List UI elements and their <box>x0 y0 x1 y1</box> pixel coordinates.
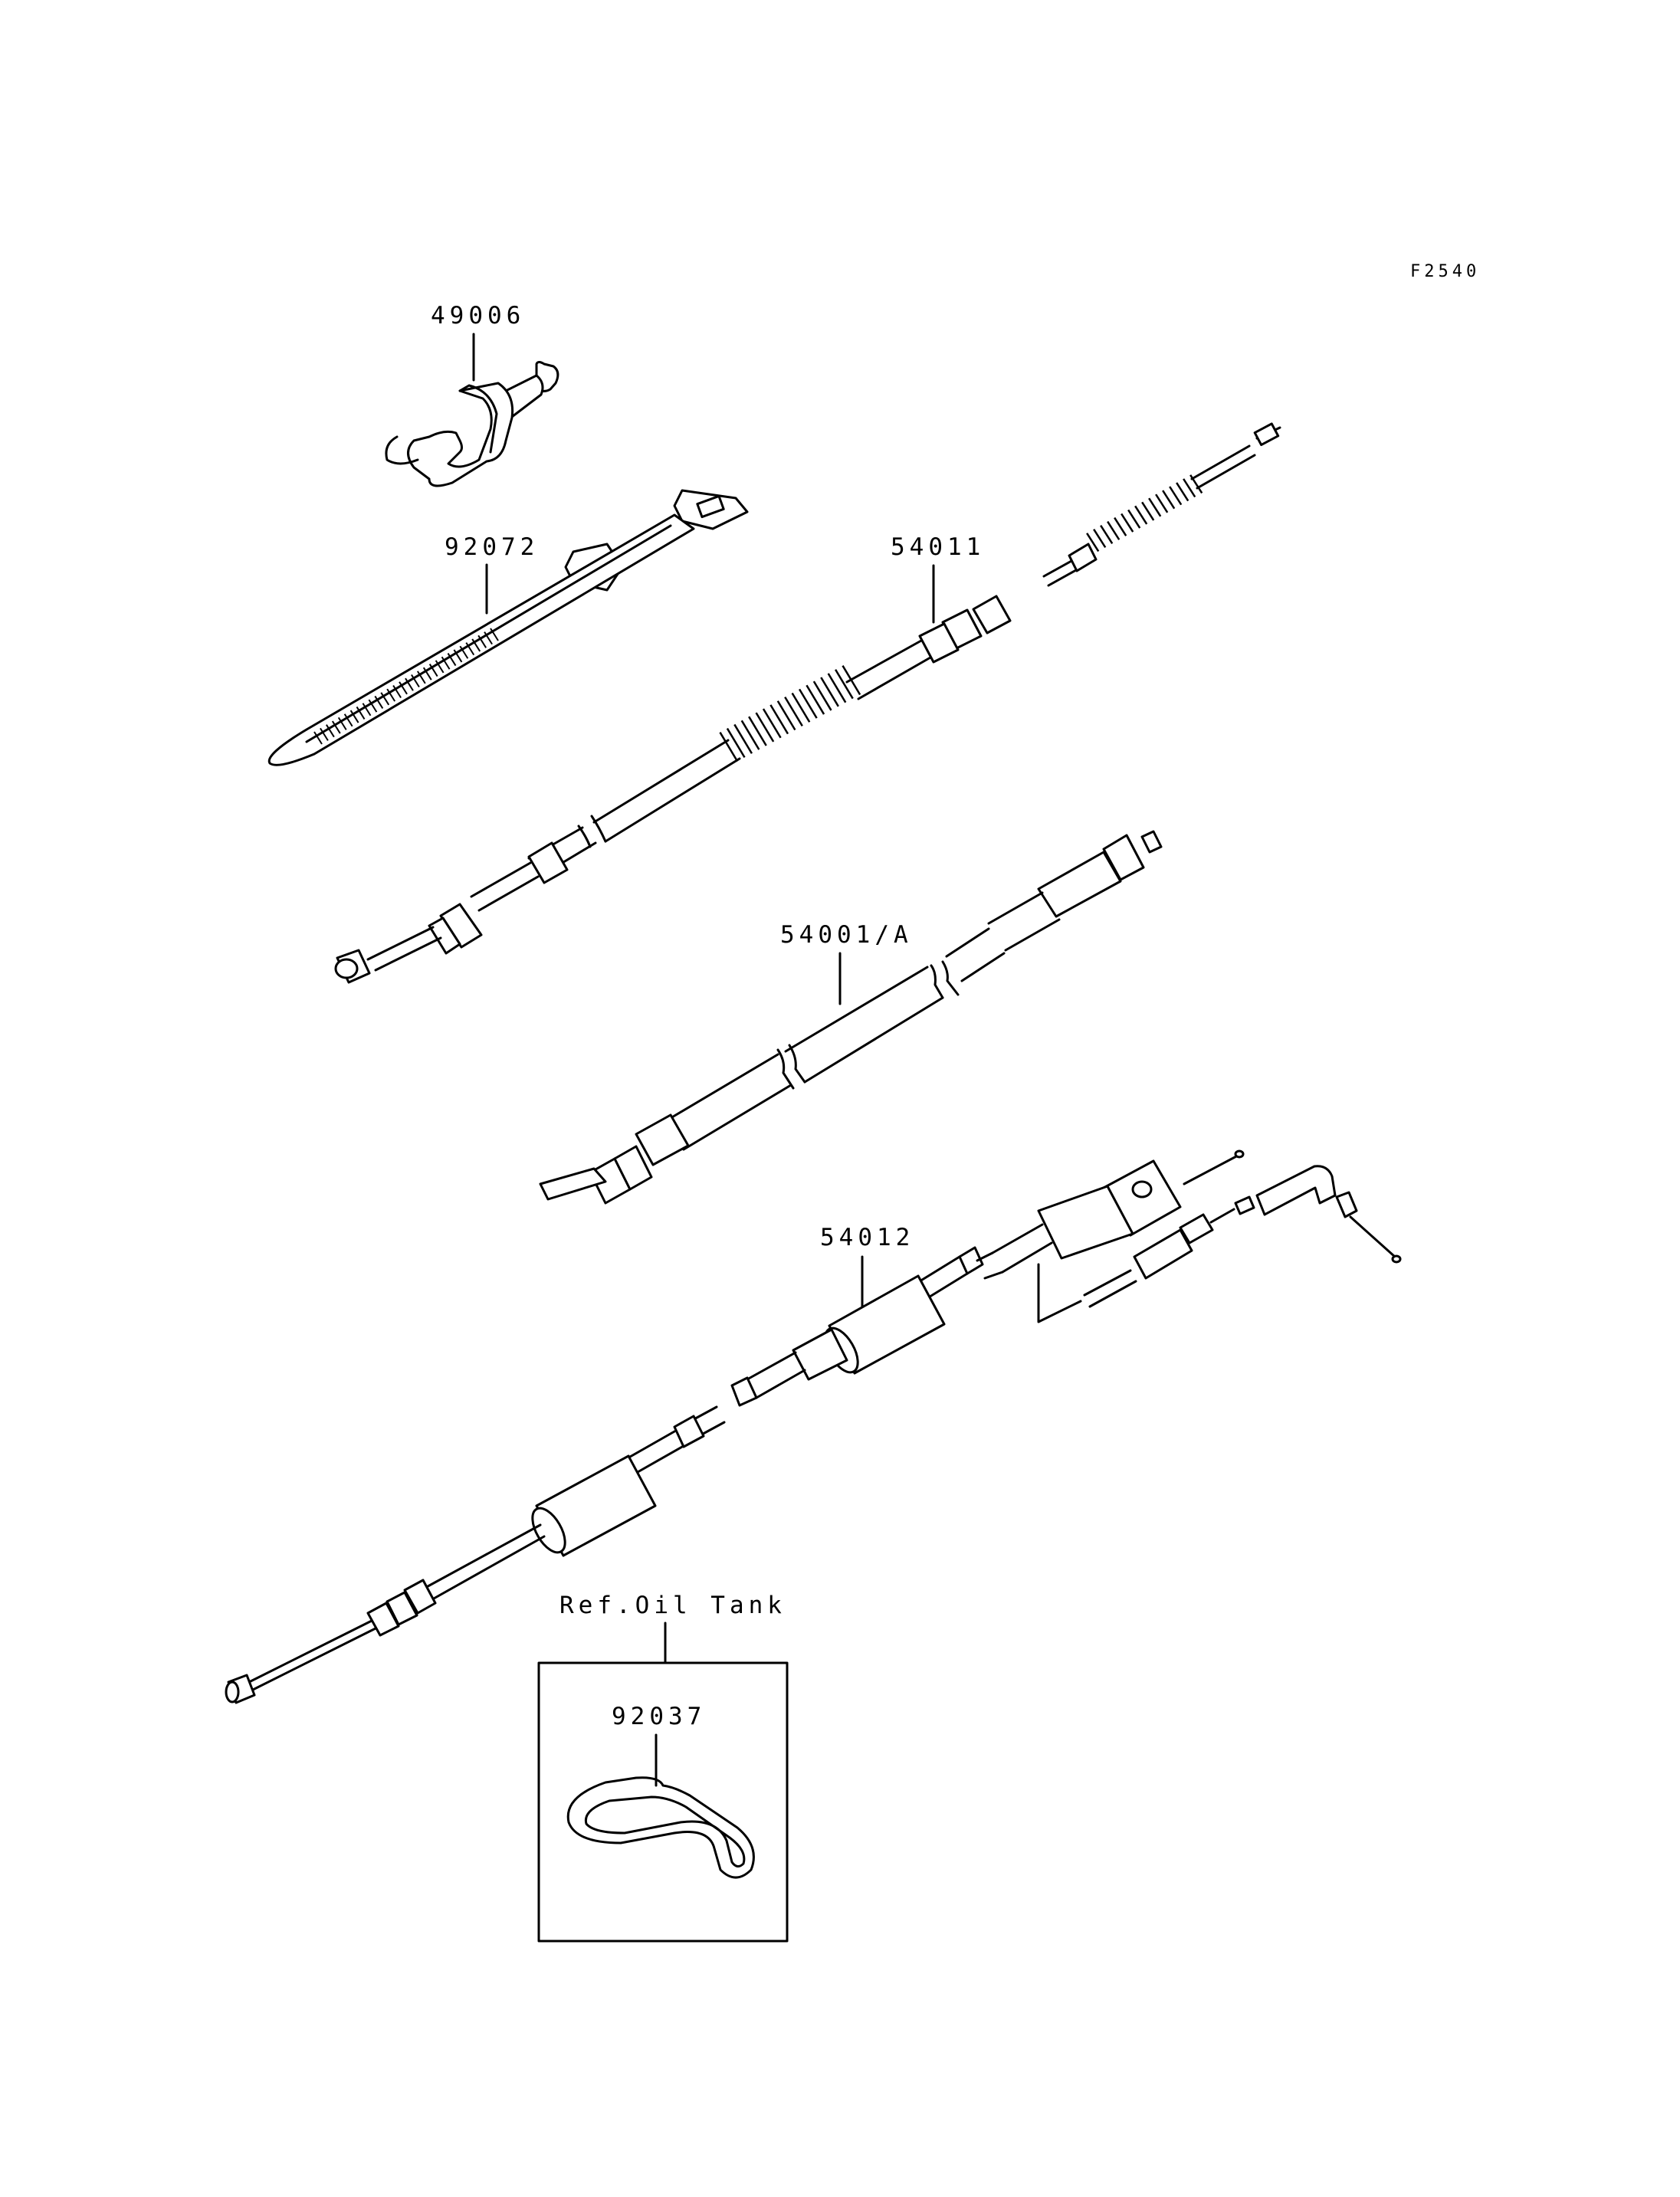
ref-box-frame <box>537 1661 789 1943</box>
part-49006-boot[interactable]: 49006 <box>385 302 559 487</box>
part-54012-throttle-cable[interactable]: 54012 <box>225 1149 1402 1704</box>
label-54012: 54012 <box>820 1224 914 1251</box>
part-92037-clip[interactable]: 92037 <box>566 1703 755 1879</box>
ref-oil-tank-box: Ref.Oil Tank <box>537 1592 789 1943</box>
part-54011-cable[interactable]: 54011 <box>334 422 1281 984</box>
label-54011: 54011 <box>891 533 985 561</box>
part-92072-cable-tie[interactable]: 92072 <box>267 489 749 766</box>
label-92037: 92037 <box>612 1703 706 1730</box>
ref-box-label: Ref.Oil Tank <box>559 1592 786 1619</box>
tie-serrations <box>313 628 499 745</box>
label-54001A: 54001/A <box>780 921 913 949</box>
figure-code: F2540 <box>1410 262 1480 281</box>
label-92072: 92072 <box>445 533 539 561</box>
label-49006: 49006 <box>431 302 525 330</box>
part-54001A-speedo-cable[interactable]: 54001/A <box>539 830 1163 1205</box>
